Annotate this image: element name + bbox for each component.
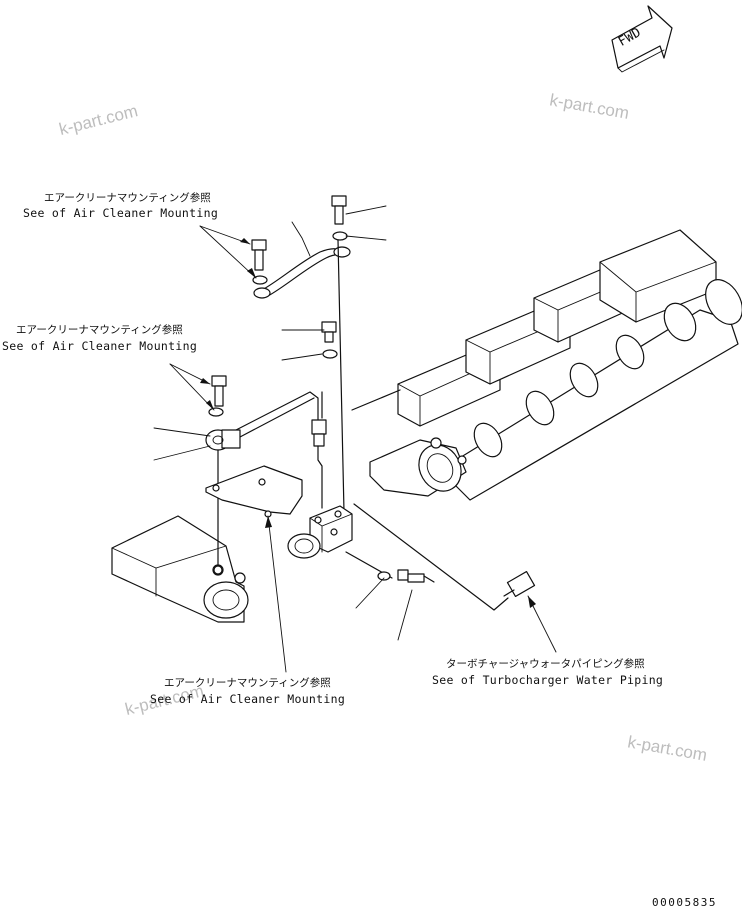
ground-wire xyxy=(337,239,345,513)
arrowheads xyxy=(200,238,536,608)
washer-icon xyxy=(208,407,224,417)
leader-lines xyxy=(153,205,557,673)
engine-block xyxy=(351,229,742,501)
washer-icon xyxy=(322,349,338,359)
fwd-arrow-icon xyxy=(611,5,673,73)
pipe-fitting xyxy=(205,429,241,575)
air-cleaner-ref-jp: エアークリーナマウンティング参照 xyxy=(164,677,331,689)
air-cleaner-ref-en: See of Air Cleaner Mounting xyxy=(150,692,346,706)
drawing-code: 00005835 xyxy=(652,896,717,909)
washer-icon xyxy=(252,275,268,285)
sensor-tube xyxy=(235,391,327,509)
bolt-icon xyxy=(251,239,267,271)
air-cleaner-body xyxy=(111,515,249,623)
turbo-water-ref-en: See of Turbocharger Water Piping xyxy=(432,673,664,687)
sensor-housing xyxy=(287,505,393,579)
ground-strap xyxy=(253,246,351,299)
mounting-bracket xyxy=(205,465,303,518)
temperature-sensor-icon xyxy=(377,569,435,583)
turbo-water-ref-jp: ターボチャージャウォータパイピング参照 xyxy=(446,658,645,670)
washer-icon xyxy=(332,231,348,241)
air-cleaner-ref-en: See of Air Cleaner Mounting xyxy=(23,206,219,220)
bolt-icon xyxy=(321,321,337,343)
water-fitting-icon xyxy=(353,503,536,611)
air-cleaner-ref-jp: エアークリーナマウンティング参照 xyxy=(44,192,211,204)
bolt-icon xyxy=(331,195,347,225)
air-cleaner-ref-jp: エアークリーナマウンティング参照 xyxy=(16,324,183,336)
bolt-icon xyxy=(211,375,227,407)
air-cleaner-ref-en: See of Air Cleaner Mounting xyxy=(2,339,198,353)
